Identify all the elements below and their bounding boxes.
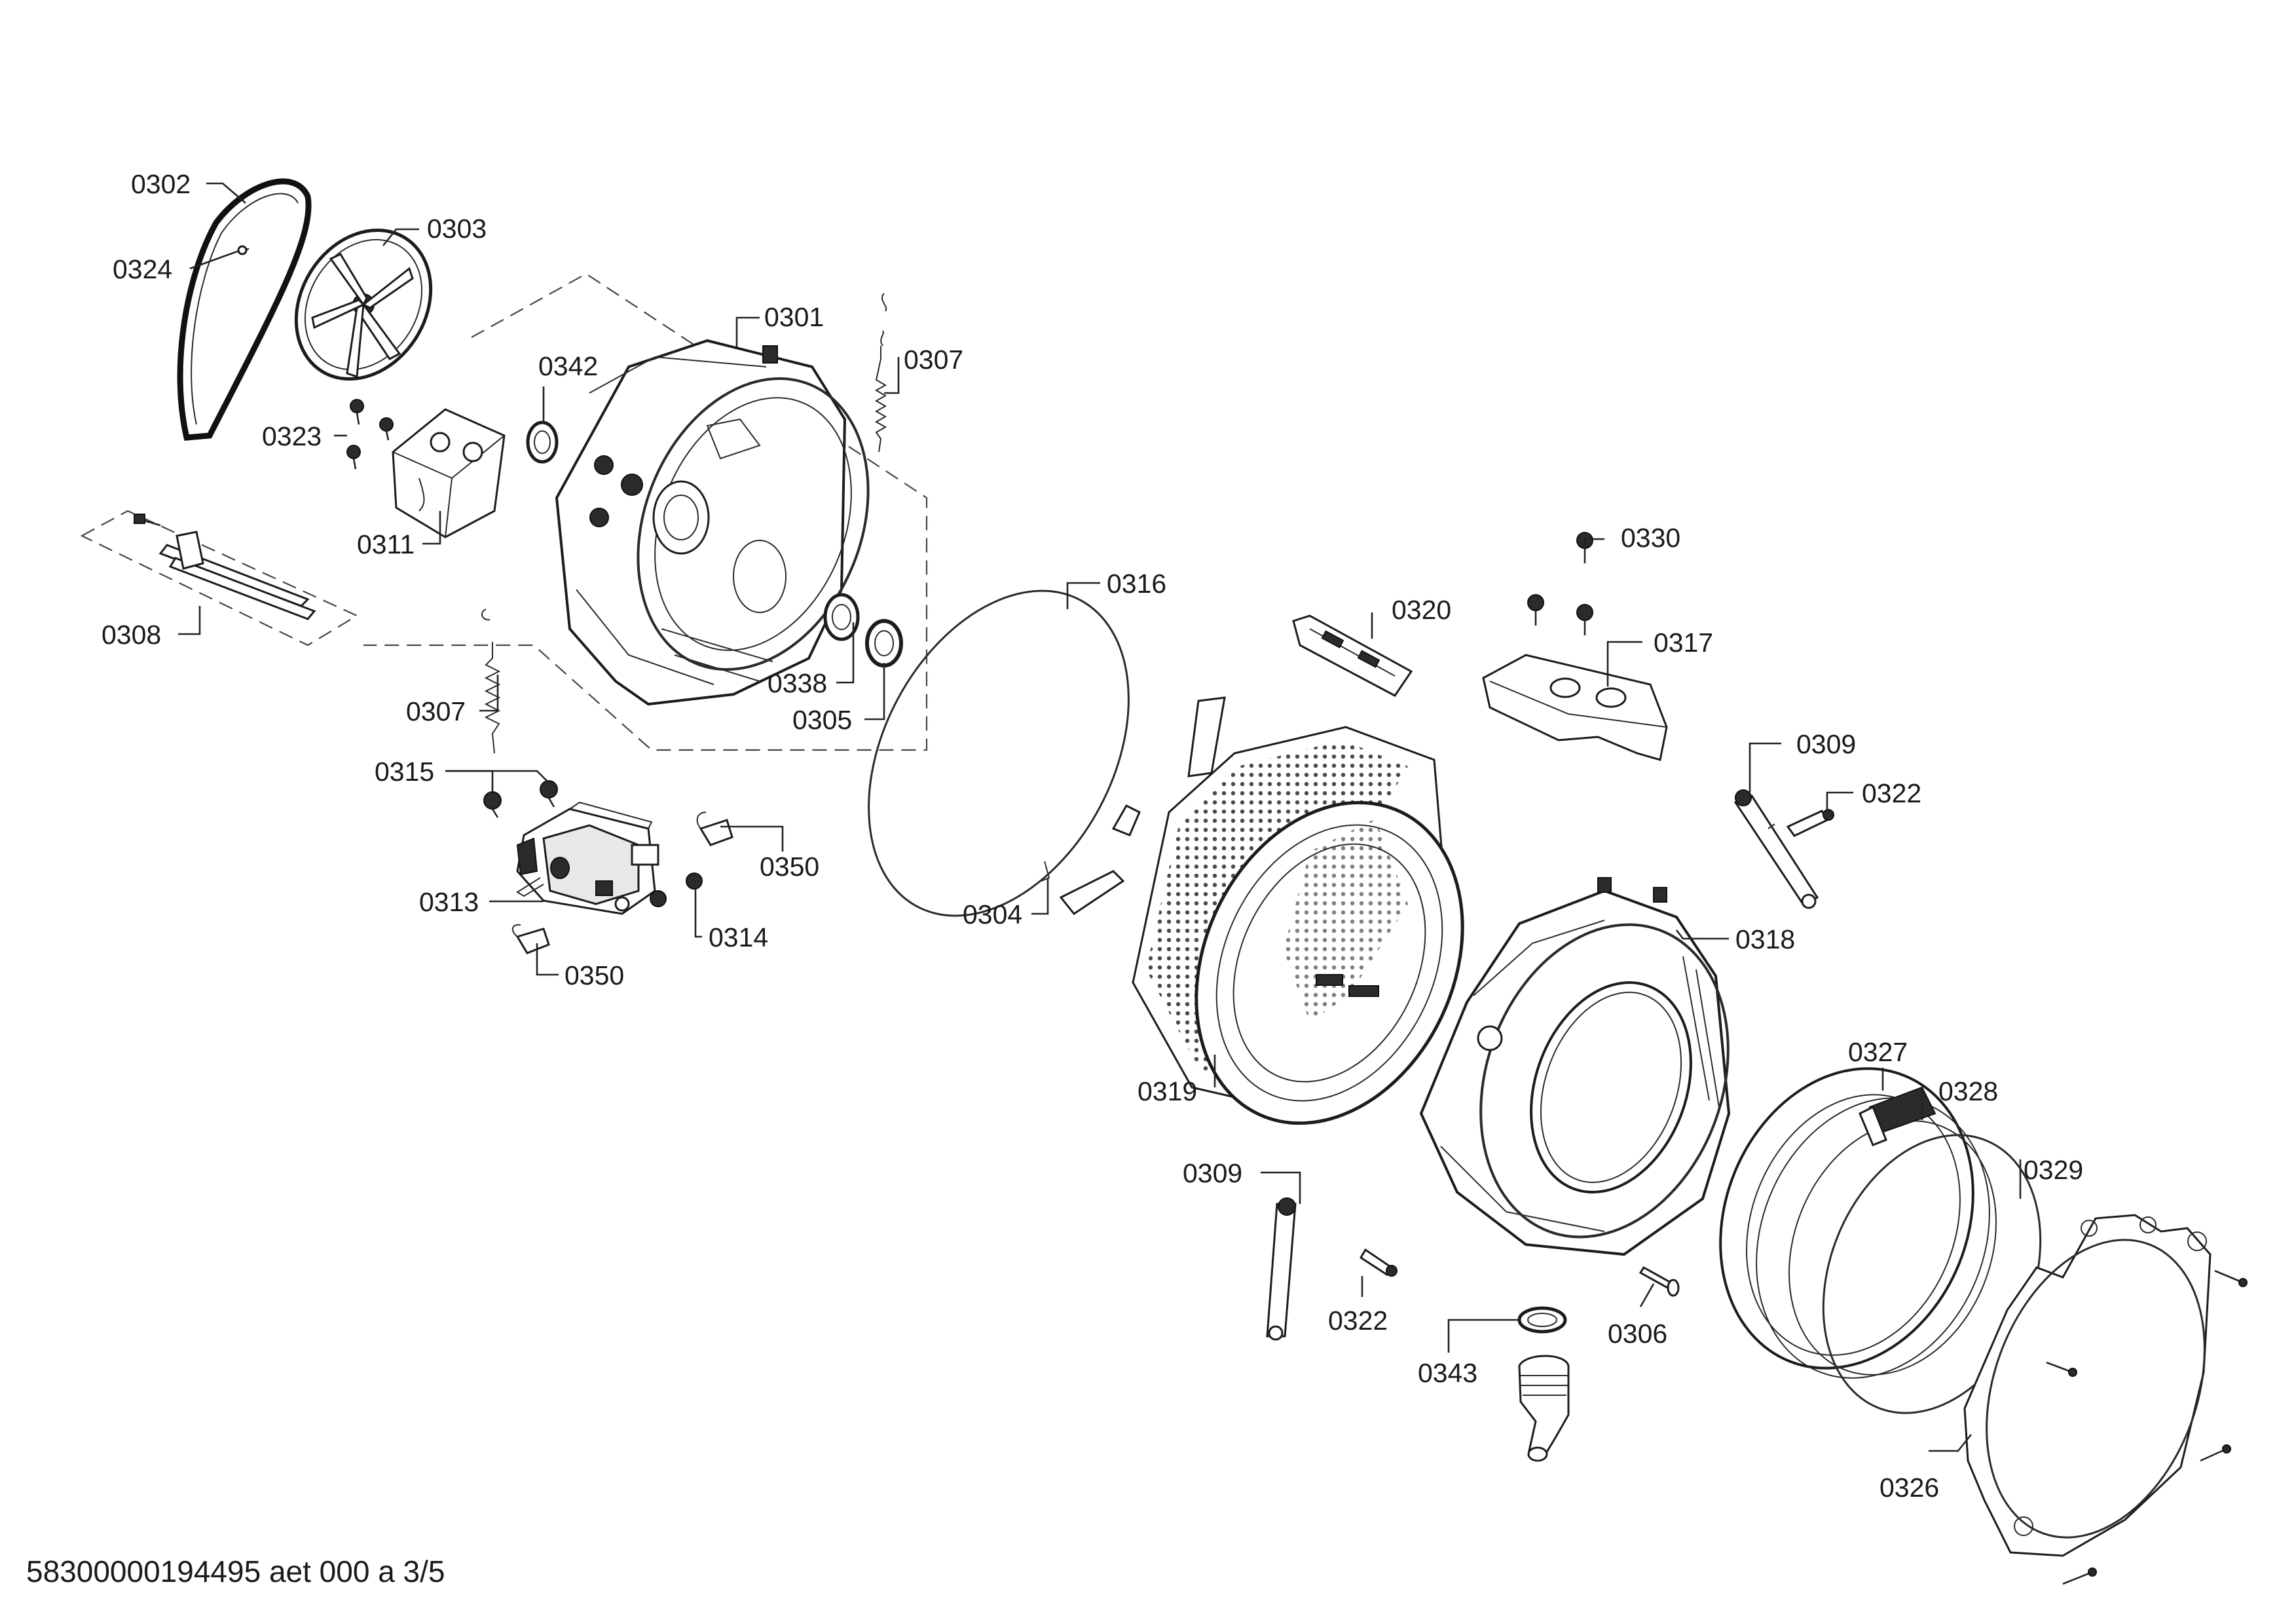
label-0304: 0304 <box>963 899 1022 929</box>
bearing-bracket <box>392 408 506 538</box>
label-0308: 0308 <box>102 620 161 650</box>
motor-screws <box>650 873 703 907</box>
document-code: 58300000194495 aet 000 a 3/5 <box>26 1554 445 1588</box>
drive-belt <box>177 178 312 441</box>
front-panel-bracket <box>1963 1214 2248 1585</box>
sump-seal-hose <box>1517 1306 1570 1462</box>
label-0315: 0315 <box>375 757 434 787</box>
label-0350-lower: 0350 <box>565 960 624 990</box>
part-labels: 0302 0303 0324 0301 0307 0342 0323 0311 … <box>102 169 2083 1503</box>
label-0307-upper: 0307 <box>904 345 963 375</box>
label-0302: 0302 <box>131 169 191 199</box>
absorber-pin-upper <box>1786 809 1834 837</box>
bolt <box>1639 1266 1680 1297</box>
counterweight-screws <box>1527 532 1593 635</box>
leader-lines <box>178 182 2022 1452</box>
label-0329: 0329 <box>2024 1155 2083 1185</box>
drum-paddle <box>1292 614 1413 697</box>
bearing-seal-pair <box>823 593 903 667</box>
label-0309-upper: 0309 <box>1796 729 1856 759</box>
shock-absorber-upper <box>1733 789 1819 909</box>
label-0320: 0320 <box>1392 595 1451 625</box>
label-0317: 0317 <box>1654 628 1713 658</box>
label-0342: 0342 <box>538 351 598 381</box>
front-tub-half <box>1419 877 1731 1256</box>
heating-element <box>134 514 316 620</box>
bearing <box>526 421 559 464</box>
label-0314: 0314 <box>709 922 768 952</box>
label-0313: 0313 <box>419 887 479 917</box>
label-0330: 0330 <box>1621 523 1680 553</box>
clip-upper <box>696 812 733 846</box>
dashed-group-outline <box>80 272 928 751</box>
label-0327: 0327 <box>1848 1037 1908 1067</box>
motor-mount-screws <box>483 780 558 818</box>
label-0328: 0328 <box>1938 1076 1998 1106</box>
label-0338: 0338 <box>768 668 827 698</box>
label-0316: 0316 <box>1107 569 1166 599</box>
label-0303: 0303 <box>427 214 487 244</box>
washing-drum <box>1059 696 1464 1125</box>
shock-absorber-lower <box>1266 1197 1297 1341</box>
label-0350-upper: 0350 <box>760 852 819 882</box>
spring-upper <box>874 293 887 453</box>
label-0305: 0305 <box>792 705 852 735</box>
spring-lower <box>481 609 501 754</box>
label-0324: 0324 <box>113 254 172 284</box>
label-0319: 0319 <box>1138 1076 1197 1106</box>
clip-lower <box>511 924 550 954</box>
screws <box>346 399 394 470</box>
pulley-wheel <box>294 228 433 381</box>
label-0307-lower: 0307 <box>406 696 466 726</box>
label-0309-lower: 0309 <box>1183 1158 1242 1188</box>
counterweight <box>1482 654 1668 761</box>
label-0343: 0343 <box>1418 1358 1477 1388</box>
rear-tub-half <box>555 339 870 706</box>
clamp-ring-wire <box>868 590 1130 917</box>
label-0322-lower: 0322 <box>1328 1305 1388 1336</box>
pin-part <box>236 245 250 255</box>
absorber-pin-lower <box>1359 1248 1398 1277</box>
drive-motor <box>516 801 659 915</box>
label-0323: 0323 <box>262 421 322 451</box>
label-0326: 0326 <box>1879 1473 1939 1503</box>
label-0311: 0311 <box>357 529 415 559</box>
label-0301: 0301 <box>764 302 824 332</box>
label-0322-upper: 0322 <box>1862 778 1921 808</box>
label-0318: 0318 <box>1735 924 1795 954</box>
label-0306: 0306 <box>1608 1319 1667 1349</box>
